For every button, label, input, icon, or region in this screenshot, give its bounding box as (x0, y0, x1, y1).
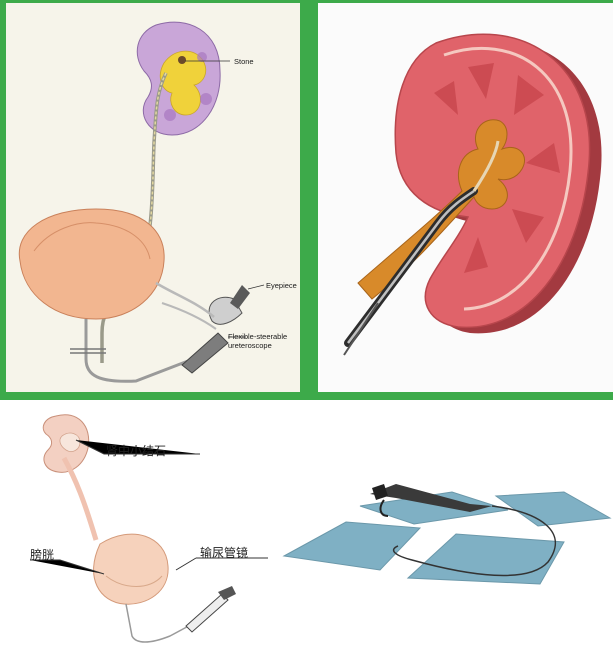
mat-3 (282, 521, 422, 571)
ureteroscope-diagram-illustration (18, 21, 265, 383)
kidney-stone-mark (178, 56, 186, 64)
label-ureteroscope: 输尿管镜 (200, 546, 249, 560)
label-eyepiece: Eyepiece (266, 281, 297, 290)
label-scope-line2: ureteroscope (228, 341, 272, 350)
ureteroscope-body (181, 332, 229, 374)
label-scope-line1: Flexible-steerable (228, 332, 288, 341)
mat-scope-body (370, 484, 492, 512)
mat-scope-cable (392, 505, 557, 577)
small-bladder (93, 533, 169, 605)
small-scope (185, 593, 229, 633)
panel-ureteroscope-diagram: Stone Eyepiece Flexible-steerable ureter… (6, 3, 300, 392)
label-bladder: 膀胱 (30, 548, 55, 562)
renal-pelvis (357, 119, 525, 300)
bladder-shape (18, 208, 165, 320)
mat-2 (494, 491, 612, 527)
panel-chinese-diagram: 肾中小结石 膀胱 输尿管镜 (0, 400, 613, 648)
panel-kidney-cross-section (318, 3, 613, 392)
mat-4 (406, 533, 565, 585)
label-stone: Stone (234, 57, 254, 66)
chinese-diagram-illustration (30, 414, 612, 643)
kidney-cross-section-illustration (343, 33, 602, 356)
label-kidney-stone: 肾中小结石 (106, 444, 167, 458)
